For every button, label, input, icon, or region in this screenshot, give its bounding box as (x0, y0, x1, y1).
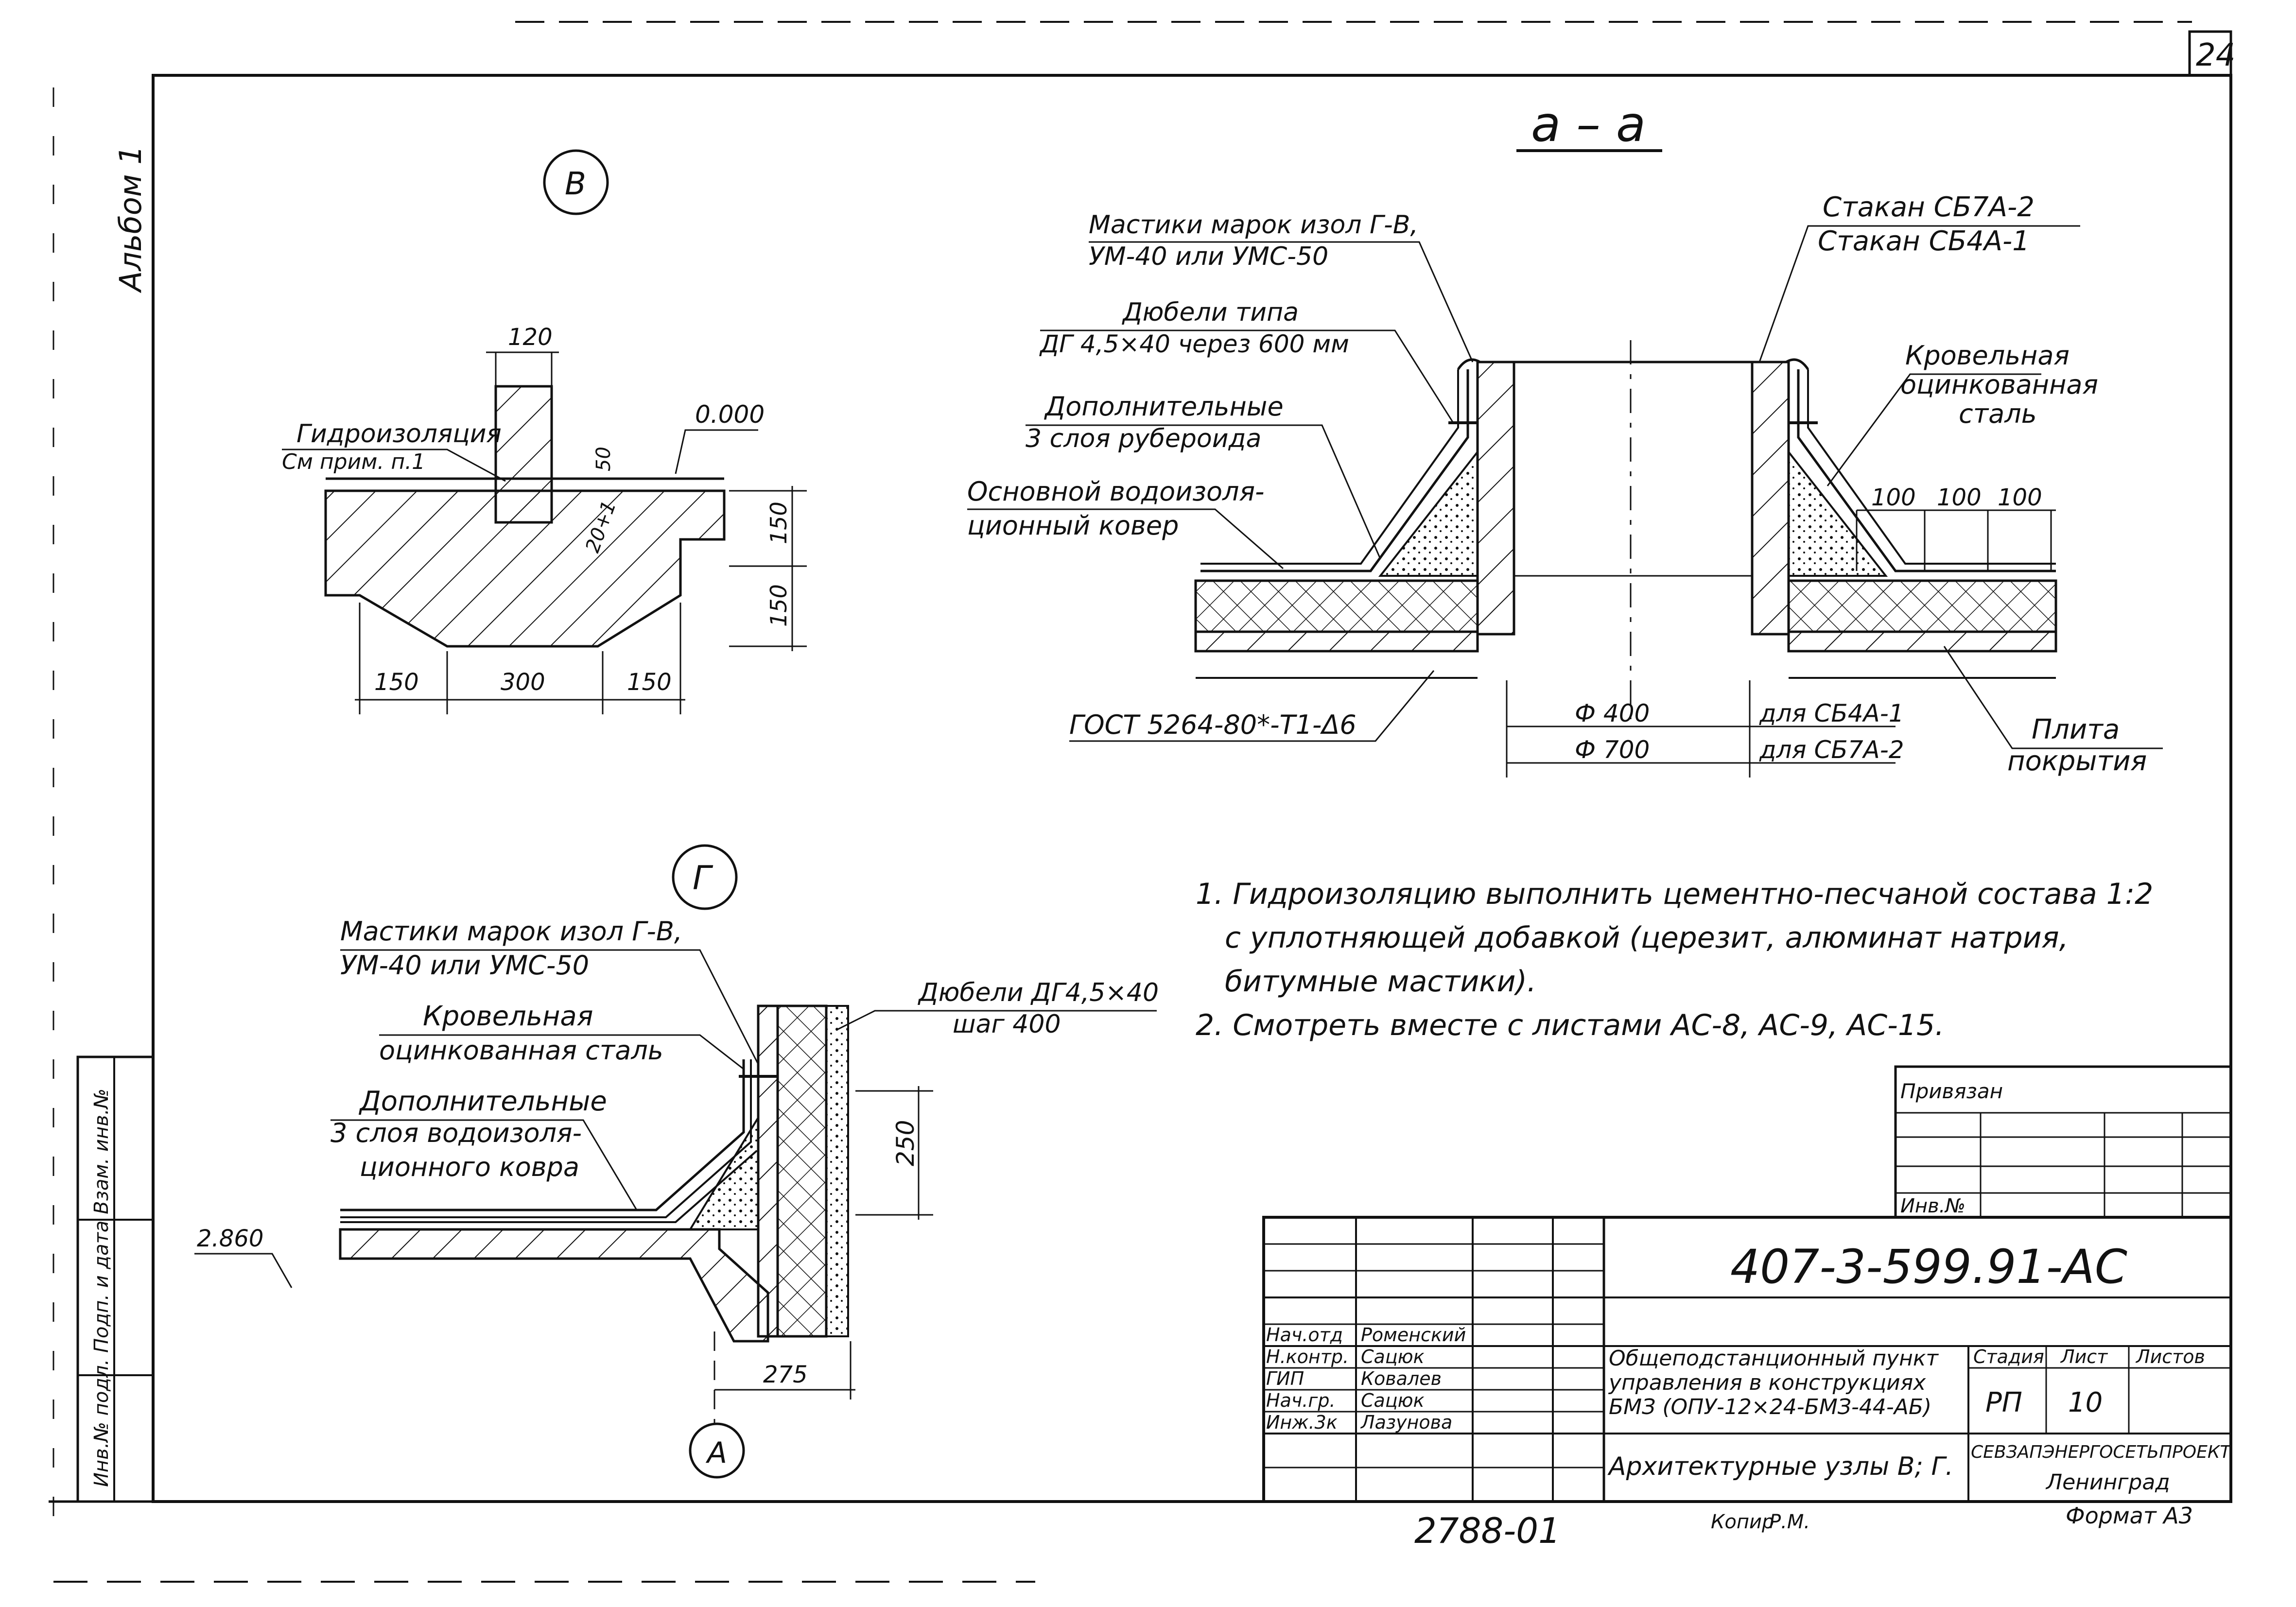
aa-label-carpet-2: ционный ковер (967, 510, 1179, 541)
aa-label-slab-1: Плита (2032, 714, 2120, 745)
tb-inv-no: Инв.№ (1900, 1195, 1966, 1217)
aa-label-extra-1: Дополнительные (1044, 391, 1284, 422)
node-g-level: 2.860 (197, 1225, 263, 1252)
tb-role-5: Инж.3к (1266, 1412, 1338, 1433)
tb-project-1: Общеподстанционный пункт (1609, 1346, 1939, 1371)
node-v-dim-b150r: 150 (627, 669, 672, 696)
bottom-number: 2788-01 (1414, 1510, 1561, 1551)
copy-label: Копир (1711, 1511, 1774, 1533)
dim-for7: для СБ7А-2 (1759, 736, 1904, 764)
tb-privyazan: Привязан (1900, 1079, 2003, 1103)
aa-label-mastic-2: УМ-40 или УМС-50 (1089, 242, 1328, 271)
node-g-label-dowel-1: Дюбели ДГ4,5×40 (918, 978, 1159, 1007)
title-block: Привязан Инв.№ 407-3-599.91-АС Нач.отд Н… (1262, 1065, 2232, 1503)
node-g-axis: А (705, 1436, 727, 1470)
dim-100a: 100 (1871, 484, 1916, 511)
tb-list-label: Лист (2060, 1346, 2108, 1367)
section-aa-title: а – а (1531, 96, 1646, 153)
tb-lists-label: Листов (2135, 1346, 2205, 1367)
note-line-4: 2. Смотреть вместе с листами АС-8, АС-9,… (1196, 1008, 1944, 1042)
node-g-label-mastic-2: УМ-40 или УМС-50 (340, 950, 589, 981)
node-v-level: 0.000 (695, 400, 765, 429)
node-v-dim-150a: 150 (765, 501, 792, 544)
node-g-label-extra-1: Дополнительные (358, 1086, 607, 1117)
copy-signature: Р.М. (1769, 1511, 1810, 1533)
aa-label-gost: ГОСТ 5264-80*-Т1-Δ6 (1069, 709, 1357, 740)
tb-role-3: ГИП (1266, 1368, 1304, 1389)
tb-project-3: БМЗ (ОПУ-12×24-БМЗ-44-АБ) (1609, 1395, 1931, 1419)
aa-label-glass-2: Стакан СБ4А-1 (1818, 225, 2030, 257)
tb-role-4: Нач.гр. (1266, 1390, 1336, 1411)
dim-for4: для СБ4А-1 (1759, 699, 1904, 727)
dim-100b: 100 (1937, 484, 1982, 511)
node-g-label-steel-2: оцинкованная сталь (379, 1035, 663, 1066)
note-line-2: с уплотняющей добавкой (церезит, алюмина… (1225, 921, 2069, 955)
aa-label-dowel-2: ДГ 4,5×40 через 600 мм (1039, 330, 1349, 358)
tb-name-1: Роменский (1361, 1324, 1466, 1346)
node-v: В 120 50 20+1 Гидроизоляция См прим. п.1… (282, 149, 807, 714)
dim-d400: Ф 400 (1575, 699, 1650, 727)
aa-label-carpet-1: Основной водоизоля- (967, 476, 1265, 507)
tb-sheet-no: 10 (2068, 1387, 2103, 1418)
side-stamp: Инв.№ подл. Подп. и дата Взам. инв.№ (76, 1055, 155, 1503)
aa-label-dowel-1: Дюбели типа (1122, 298, 1299, 327)
node-g-marker-circle (672, 844, 738, 910)
node-g-label-steel-1: Кровельная (423, 1001, 593, 1032)
node-g-label-dowel-2: шаг 400 (953, 1010, 1061, 1039)
tb-project-2: управления в конструкциях (1608, 1370, 1926, 1395)
tb-role-1: Нач.отд (1266, 1324, 1343, 1346)
note-line-3: битумные мастики). (1225, 965, 1536, 999)
node-g-label-extra-2: 3 слоя водоизоля- (330, 1118, 582, 1148)
tb-name-4: Сацюк (1361, 1390, 1425, 1411)
node-g: Г Мастики марок изол Г-В, УМ-40 или УМС-… (194, 844, 1159, 1479)
tb-stage: РП (1985, 1387, 2022, 1418)
dim-d700: Ф 700 (1575, 736, 1650, 764)
dim-100c: 100 (1998, 484, 2042, 511)
node-v-dim-b300: 300 (501, 669, 545, 696)
node-g-label-mastic-1: Мастики марок изол Г-В, (340, 916, 682, 947)
tb-stage-label: Стадия (1973, 1346, 2044, 1367)
node-g-dim-275: 275 (763, 1361, 808, 1388)
note-line-1: 1. Гидроизоляцию выполнить цементно-песч… (1196, 877, 2153, 911)
node-v-dim-120: 120 (508, 324, 553, 351)
tb-drawing-code: 407-3-599.91-АС (1730, 1240, 2127, 1294)
album-label: Альбом 1 (113, 145, 148, 294)
node-g-marker: Г (693, 859, 713, 898)
aa-label-steel-3: сталь (1959, 398, 2037, 429)
aa-label-slab-2: покрытия (2007, 745, 2147, 777)
tb-sheet-title: Архитектурные узлы В; Г. (1607, 1452, 1953, 1481)
node-v-dim-50: 50 (592, 447, 615, 471)
tb-city: Ленинград (2045, 1470, 2170, 1495)
aa-label-mastic-1: Мастики марок изол Г-В, (1089, 210, 1418, 240)
tb-name-2: Сацюк (1361, 1346, 1425, 1367)
node-v-label-hydro-1: Гидроизоляция (296, 419, 502, 449)
format-label: Формат А3 (2066, 1503, 2193, 1529)
node-v-marker: В (565, 166, 586, 202)
tb-org: СЕВЗАПЭНЕРГОСЕТЬПРОЕКТ (1971, 1442, 2232, 1462)
aa-label-steel-1: Кровельная (1905, 340, 2070, 371)
tb-name-5: Лазунова (1360, 1412, 1452, 1433)
aa-label-glass-1: Стакан СБ7А-2 (1823, 191, 2035, 223)
section-aa: а – а 100 100 (967, 96, 2163, 778)
side-stamp-text: Инв.№ подл. Подп. и дата Взам. инв.№ (90, 1089, 113, 1487)
node-v-label-hydro-2: См прим. п.1 (282, 449, 425, 474)
node-g-dim-250: 250 (891, 1120, 920, 1166)
tb-role-2: Н.контр. (1266, 1346, 1349, 1367)
node-v-marker-circle (543, 149, 609, 215)
page-number: 24 (2196, 37, 2235, 73)
notes: 1. Гидроизоляцию выполнить цементно-песч… (1196, 877, 2153, 1042)
aa-label-extra-2: 3 слоя рубероида (1026, 424, 1261, 453)
tb-name-3: Ковалев (1361, 1368, 1442, 1389)
node-g-label-extra-3: ционного ковра (360, 1152, 579, 1182)
node-v-dim-b150l: 150 (374, 669, 419, 696)
axis-a-circle (689, 1422, 745, 1479)
node-v-dim-150b: 150 (765, 584, 792, 627)
